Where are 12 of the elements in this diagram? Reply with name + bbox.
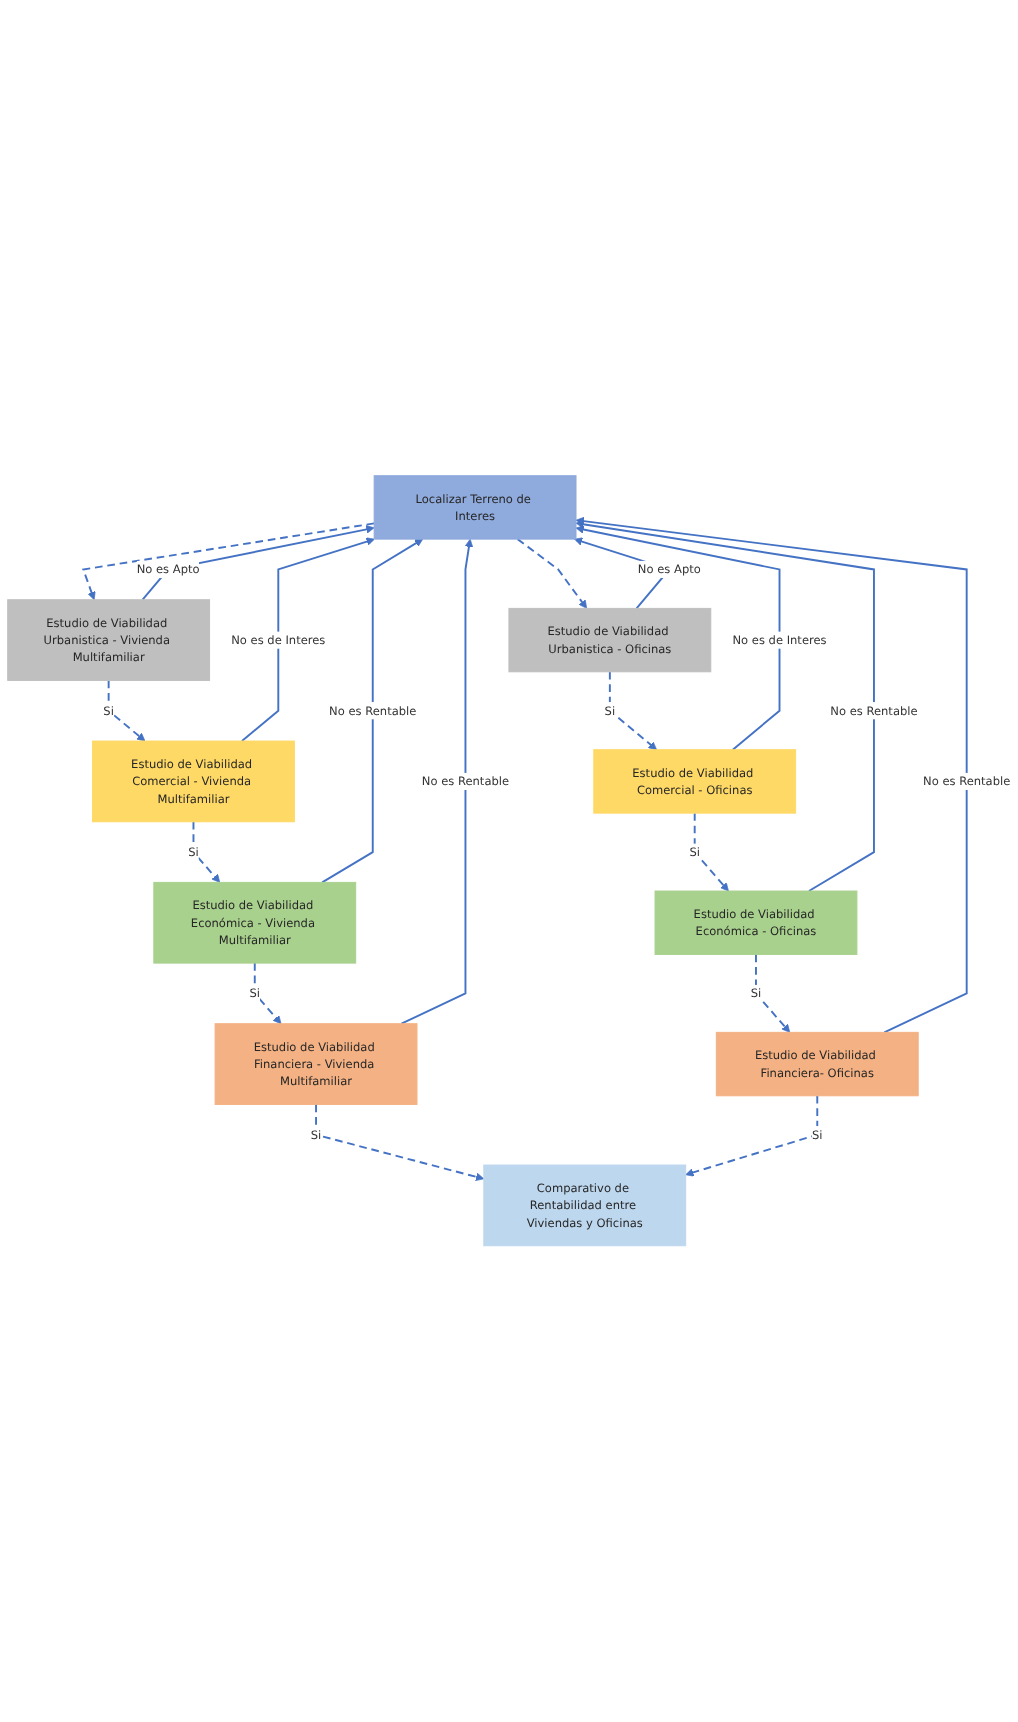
arrow [608,671,657,751]
arrow [315,1103,485,1182]
arrow [192,821,221,883]
arrow [321,539,424,884]
arrow [241,537,375,743]
arrow [400,539,474,1025]
arrow [755,953,791,1033]
arrow [693,812,729,892]
arrow [685,1095,819,1177]
arrow [107,679,146,742]
arrow [253,962,282,1025]
arrow [516,538,588,609]
